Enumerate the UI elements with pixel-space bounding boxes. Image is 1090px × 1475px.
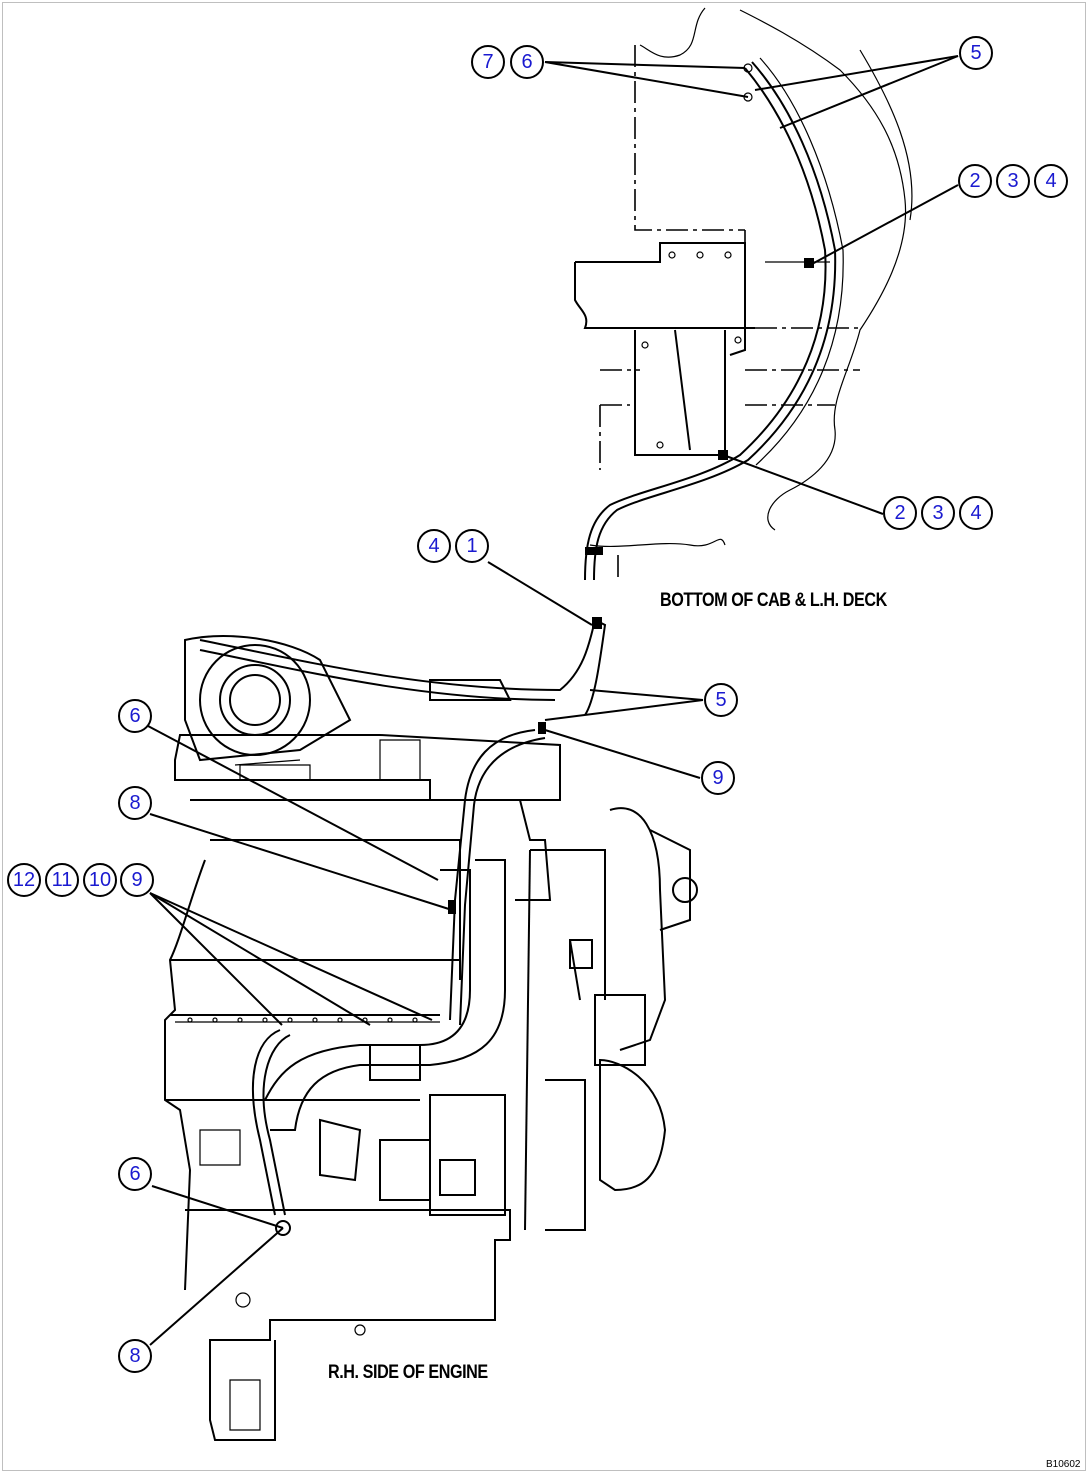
callout-label: 8 (129, 1345, 140, 1367)
callout-label: 1 (466, 535, 477, 557)
callouts: 7 6 5 2 3 4 2 3 4 4 1 5 6 9 8 12 11 10 9… (7, 36, 1068, 1373)
callout-label: 6 (521, 51, 532, 73)
callout-label: 10 (89, 869, 111, 891)
callout-10: 10 (83, 863, 117, 897)
caption-engine: R.H. SIDE OF ENGINE (328, 1362, 488, 1383)
callout-2: 2 (883, 496, 917, 530)
callout-4: 4 (417, 529, 451, 563)
callout-label: 9 (131, 869, 142, 891)
callout-label: 2 (969, 170, 980, 192)
callout-label: 5 (715, 689, 726, 711)
cab-deck-view (574, 7, 913, 581)
callout-6: 6 (118, 699, 152, 733)
callout-label: 3 (932, 502, 943, 524)
callout-12: 12 (7, 863, 41, 897)
caption-cab-deck: BOTTOM OF CAB & L.H. DECK (660, 590, 887, 611)
callout-6: 6 (510, 45, 544, 79)
callout-label: 4 (970, 502, 981, 524)
callout-label: 6 (129, 705, 140, 727)
callout-8: 8 (118, 1339, 152, 1373)
callout-9: 9 (701, 761, 735, 795)
callout-9: 9 (120, 863, 154, 897)
engine-view (164, 617, 698, 1441)
callout-11: 11 (45, 863, 79, 897)
callout-8: 8 (118, 786, 152, 820)
callout-label: 12 (13, 869, 35, 891)
callout-3: 3 (996, 164, 1030, 198)
callout-label: 4 (1045, 170, 1056, 192)
callout-3: 3 (921, 496, 955, 530)
callout-6: 6 (118, 1157, 152, 1191)
callout-7: 7 (471, 45, 505, 79)
callout-5: 5 (704, 683, 738, 717)
callout-label: 3 (1007, 170, 1018, 192)
callout-2: 2 (958, 164, 992, 198)
callout-4: 4 (1034, 164, 1068, 198)
figure-reference: B10602 (1046, 1459, 1081, 1470)
callout-label: 8 (129, 792, 140, 814)
callout-label: 11 (52, 869, 73, 891)
callout-label: 2 (894, 502, 905, 524)
callout-5: 5 (959, 36, 993, 70)
callout-label: 9 (712, 767, 723, 789)
callout-4: 4 (959, 496, 993, 530)
callout-label: 7 (482, 51, 493, 73)
callout-label: 4 (428, 535, 439, 557)
leader-lines (147, 55, 959, 1346)
callout-label: 6 (129, 1163, 140, 1185)
callout-label: 5 (970, 42, 981, 64)
callout-1: 1 (455, 529, 489, 563)
